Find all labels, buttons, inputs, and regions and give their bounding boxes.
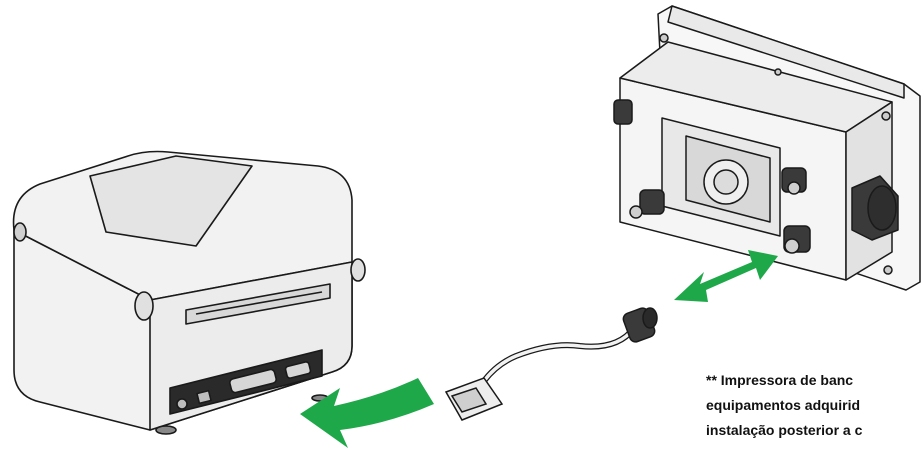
plug-in-arrow: [300, 378, 434, 448]
label-printer: [12, 150, 366, 435]
installation-note: ** Impressora de banc equipamentos adqui…: [706, 368, 922, 465]
indicator-terminal: [613, 5, 921, 291]
note-line-1: ** Impressora de banc: [706, 372, 854, 388]
connect-arrow: [674, 250, 778, 302]
note-line-3: instalação posterior a c: [706, 422, 863, 438]
note-line-2: equipamentos adquirid: [706, 397, 861, 413]
serial-cable: [444, 307, 658, 421]
